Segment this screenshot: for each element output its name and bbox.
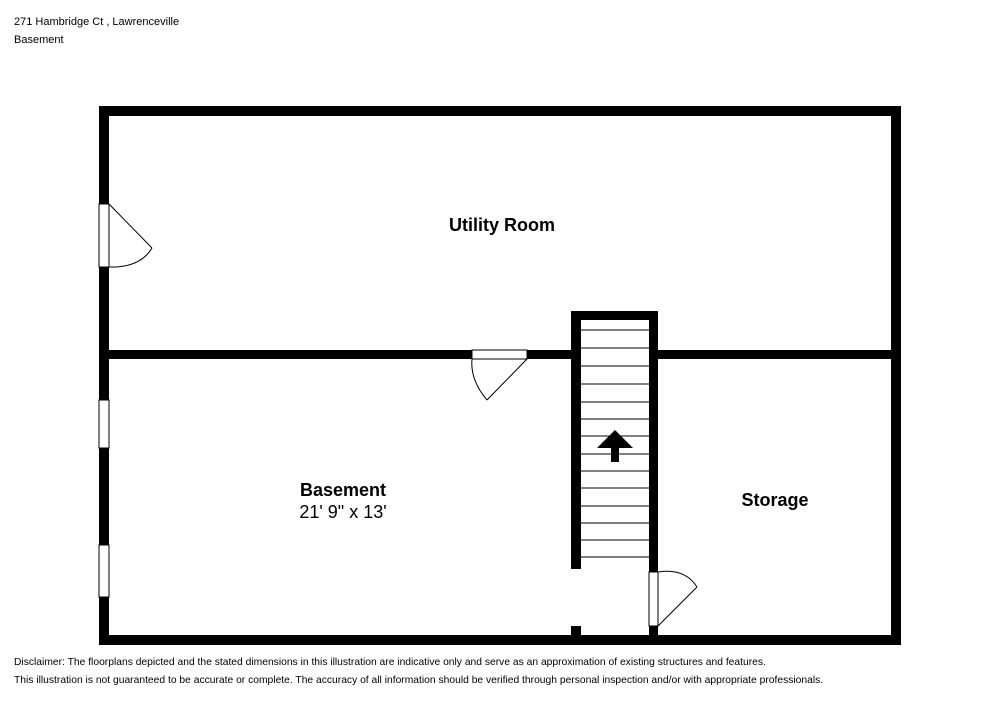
outer-wall-bottom xyxy=(99,635,901,645)
room-dimensions-basement: 21' 9" x 13' xyxy=(299,502,386,522)
stair-wall-left xyxy=(571,311,581,569)
outer-wall-right xyxy=(891,106,901,645)
window-left-1 xyxy=(98,399,110,449)
outer-wall-left xyxy=(99,106,109,645)
property-address: 271 Hambridge Ct , Lawrenceville xyxy=(14,16,180,28)
door-storage xyxy=(648,570,698,627)
door-utility-left xyxy=(98,203,153,268)
door-basement-utility xyxy=(471,349,528,401)
floor-level-label: Basement xyxy=(14,34,64,46)
windows xyxy=(98,399,110,598)
interior-wall-left xyxy=(99,350,573,359)
stair-wall-right-lower xyxy=(649,626,658,642)
disclaimer-line-2: This illustration is not guaranteed to b… xyxy=(14,675,824,686)
interior-wall-right xyxy=(654,350,901,359)
room-name-storage: Storage xyxy=(741,490,808,510)
room-name-utility: Utility Room xyxy=(449,215,555,235)
disclaimer-line-1: Disclaimer: The floorplans depicted and … xyxy=(14,657,766,668)
wall-stub xyxy=(571,626,581,638)
room-name-basement: Basement xyxy=(300,480,386,500)
outer-wall-top xyxy=(99,106,901,116)
window-left-2 xyxy=(98,544,110,598)
stair-wall-right xyxy=(649,311,658,572)
stair-direction-arrow-icon xyxy=(597,430,633,462)
walls xyxy=(99,106,901,645)
stair-wall-top xyxy=(571,311,658,320)
